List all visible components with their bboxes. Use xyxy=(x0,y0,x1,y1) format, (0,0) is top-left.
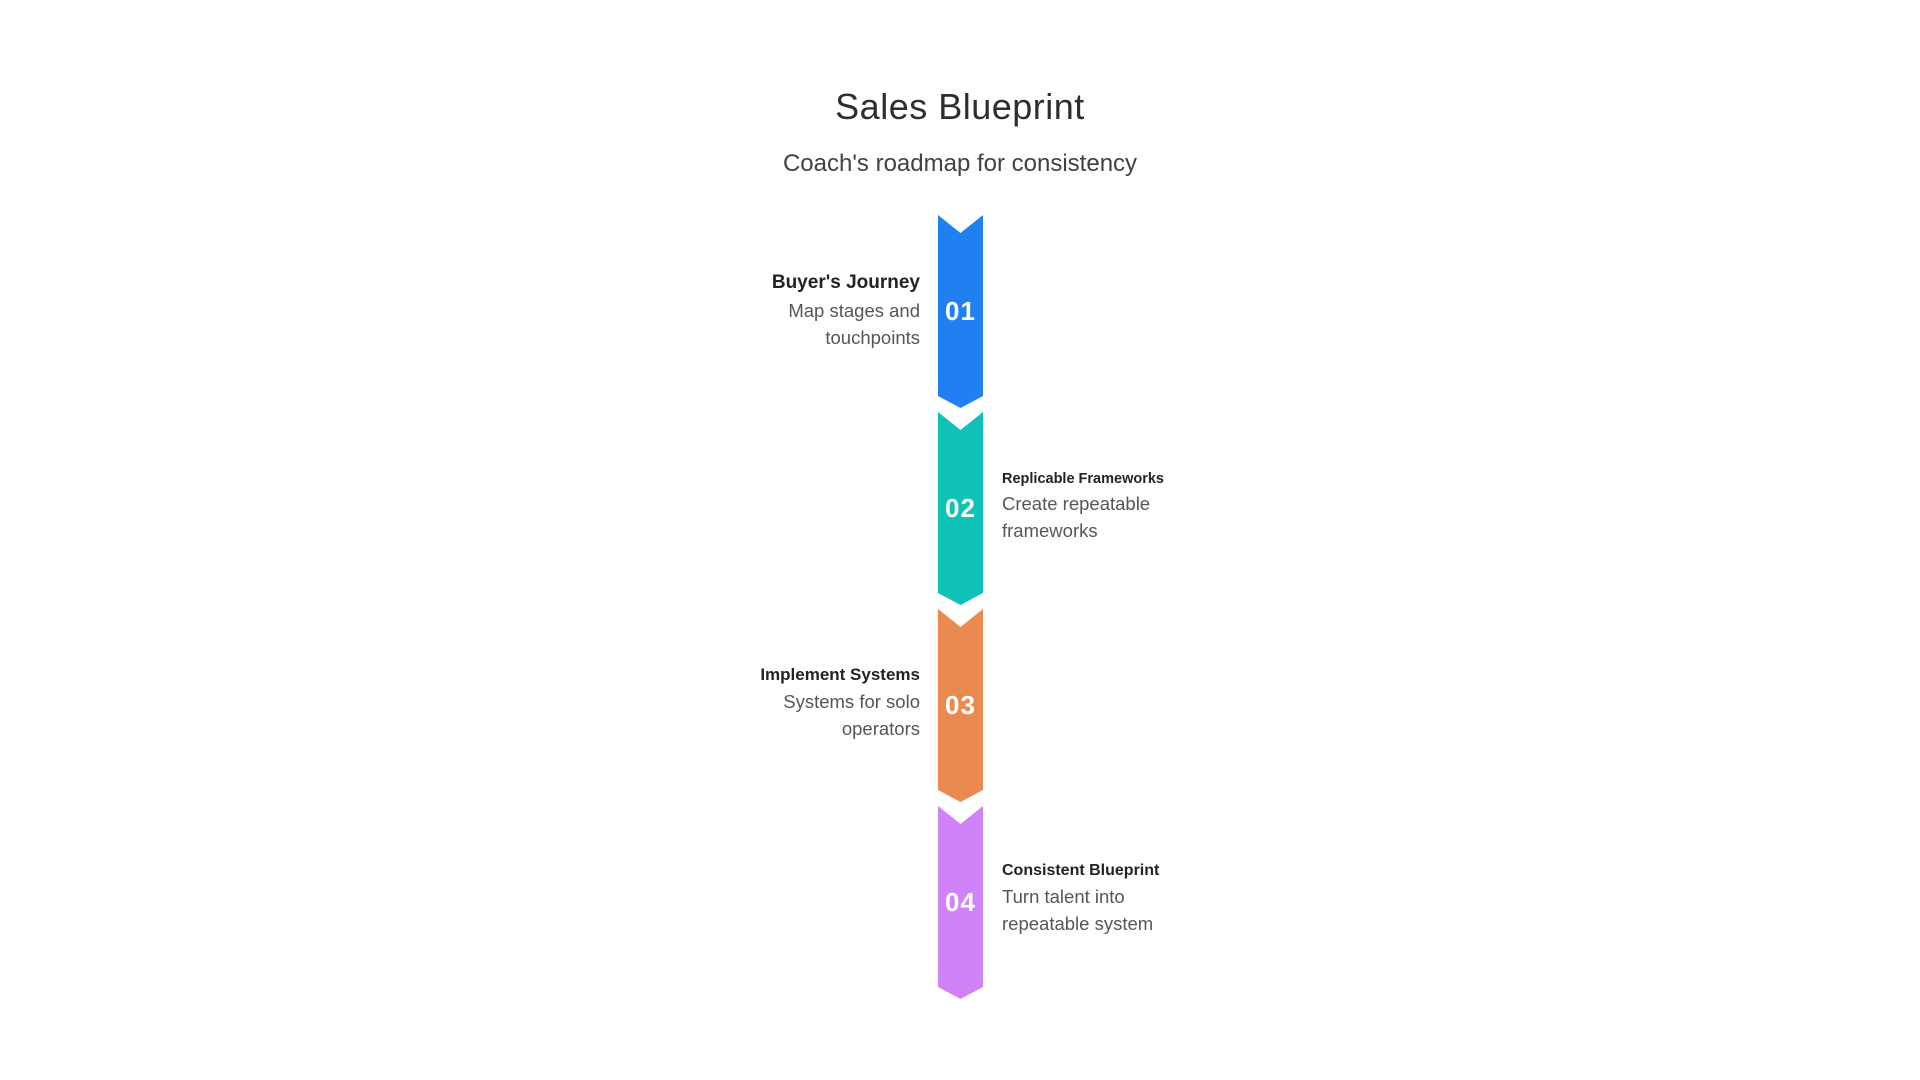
step-number: 03 xyxy=(945,690,976,720)
step-label-03: Implement Systems Systems for solo opera… xyxy=(640,665,920,743)
step-number: 04 xyxy=(945,887,976,917)
step-chevron-04: 04 xyxy=(938,806,983,999)
step-label-04: Consistent Blueprint Turn talent into re… xyxy=(1002,862,1282,938)
step-title: Buyer's Journey xyxy=(771,272,920,294)
page-title: Sales Blueprint xyxy=(835,86,1085,127)
step-number: 01 xyxy=(945,296,976,326)
step-chevron-03: 03 xyxy=(938,609,983,802)
step-label-01: Buyer's Journey Map stages and touchpoin… xyxy=(640,272,920,352)
step-label-02: Replicable Frameworks Create repeatable … xyxy=(1002,471,1282,545)
step-description: Create repeatable frameworks xyxy=(1002,493,1151,541)
step-title: Implement Systems xyxy=(760,665,920,685)
step-chevron-01: 01 xyxy=(938,215,983,408)
step-chevron-02: 02 xyxy=(938,412,983,605)
step-description: Turn talent into repeatable system xyxy=(1002,886,1154,934)
step-title: Replicable Frameworks xyxy=(1002,471,1164,488)
step-title: Consistent Blueprint xyxy=(1002,862,1160,880)
step-description: Map stages and touchpoints xyxy=(788,300,920,348)
step-description: Systems for solo operators xyxy=(783,691,920,739)
step-number: 02 xyxy=(945,493,976,523)
page-subtitle: Coach's roadmap for consistency xyxy=(782,150,1138,177)
